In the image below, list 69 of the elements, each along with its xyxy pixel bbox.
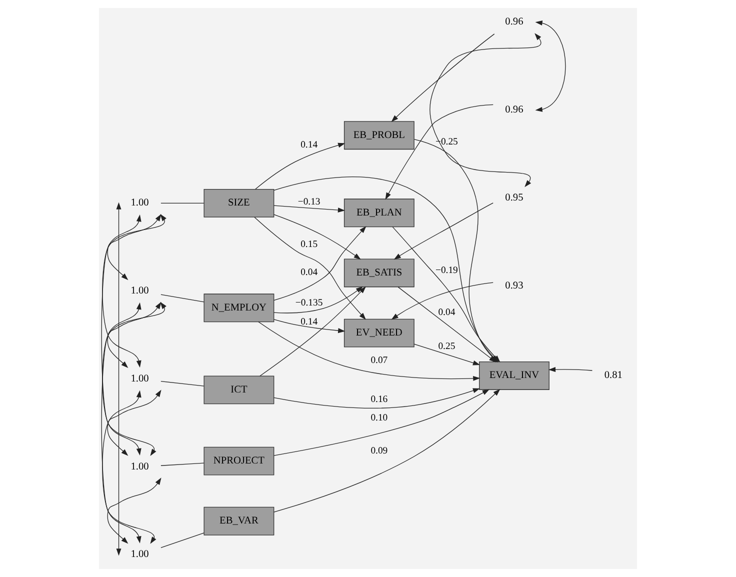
connector [160,294,204,302]
arrow [102,390,142,544]
edge-label: −0.135 [295,297,323,308]
arrow [258,322,480,381]
edge-label: 0.07 [370,354,388,366]
arrow [101,214,166,456]
node-box: EB_PLAN [344,198,414,228]
node-box: SIZE [204,188,274,218]
arrow [274,389,490,456]
arrow [274,286,364,314]
node-text: 1.00 [130,198,149,209]
connector [160,380,204,386]
edge-label: −0.13 [298,196,320,208]
arrow [274,388,480,409]
node-text: 0.96 [505,104,524,116]
edge-label: 0.25 [438,341,456,352]
edge-label: 0.14 [300,140,318,151]
arrow [391,282,494,320]
arrow [398,286,496,362]
arrow [107,478,162,544]
arrow [260,286,366,376]
arrow [274,205,346,213]
edge-label: 0.04 [300,266,318,278]
node-text: 0.96 [505,16,524,28]
arrow [254,216,366,320]
node-box: N_EMPLOY [204,294,274,322]
arrow [102,214,142,368]
node-text: 0.93 [505,280,524,292]
arrow [274,226,366,301]
arrow [107,390,162,456]
node-box: EB_VAR [204,506,274,536]
node-text: 1.00 [130,373,149,384]
node-text: 0.95 [505,192,524,204]
node-box: NPROJECT [204,446,274,476]
arrow [548,367,593,372]
node-text: 1.00 [130,461,149,472]
node-box: EVAL_INV [479,362,550,390]
arrow [116,202,122,556]
node-box: ICT [204,376,274,404]
connector [160,462,204,466]
node-box: EB_SATIS [344,258,414,288]
arrow [385,104,494,200]
arrow [255,142,346,190]
edge-label: 0.04 [438,306,456,318]
arrow [107,302,162,368]
node-box: EB_PROBL [344,121,414,150]
edge-label: 0.09 [370,445,388,456]
connector [160,532,204,548]
arrow [430,33,542,188]
connector [160,202,204,204]
arrow [274,319,346,334]
arrow [394,202,494,260]
arrow [414,344,480,366]
node-text: 0.81 [604,370,622,382]
arrow [535,20,566,112]
node-box: EV_NEED [344,318,414,348]
node-text: 1.00 [130,549,149,560]
node-text: 1.00 [130,286,149,297]
edge-label: 0.15 [300,239,318,250]
edge-label: −0.19 [435,264,458,276]
arrow [101,302,166,544]
arrow [391,34,495,122]
arrow [274,214,361,260]
edge-label: 0.16 [370,394,388,406]
arrow [274,389,500,512]
arrow [102,302,142,456]
edge-label: 0.10 [370,412,388,424]
arrow [107,214,162,280]
edge-label: 0.14 [300,316,318,328]
